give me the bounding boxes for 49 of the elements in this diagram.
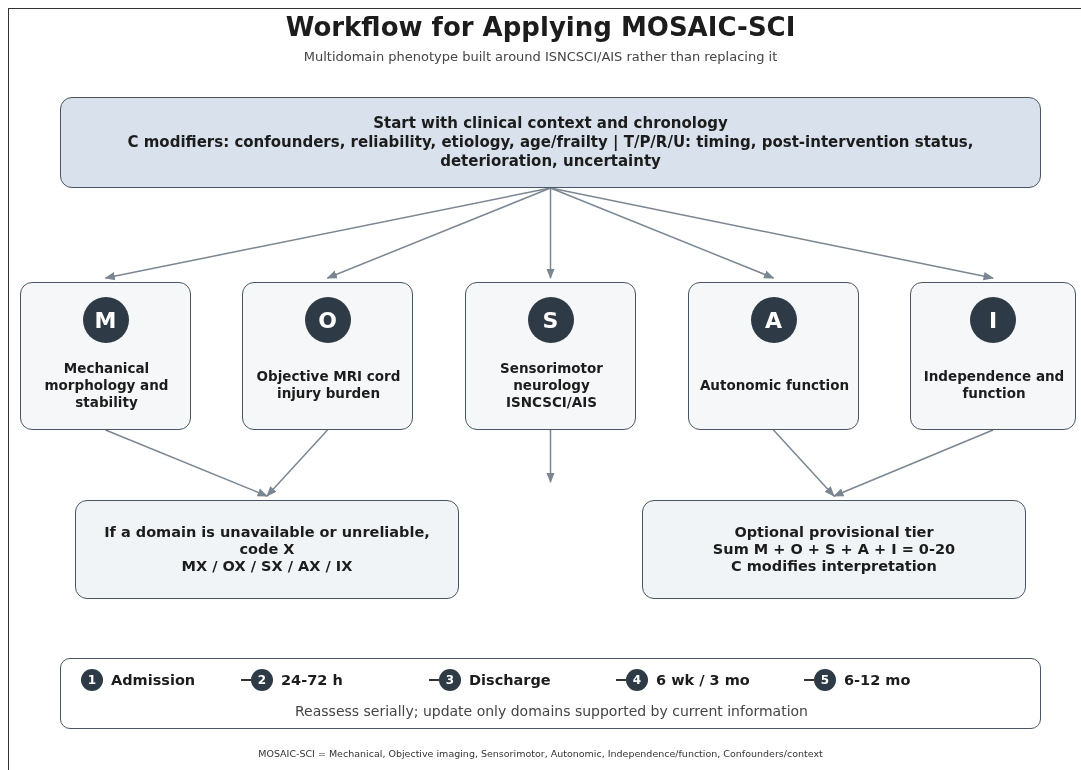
arrow	[326, 187, 552, 279]
step-number-badge: 5	[814, 669, 836, 691]
domain-label: Objective MRI cord injury burden	[255, 367, 402, 403]
domain-letter-badge: I	[970, 297, 1016, 343]
domain-box	[242, 282, 413, 430]
step-label: Admission	[111, 672, 196, 688]
arrow	[546, 429, 555, 484]
arrow	[266, 429, 329, 497]
domain-box	[20, 282, 191, 430]
box-heading: Start with clinical context and chronology	[373, 114, 728, 133]
arrow	[104, 429, 268, 497]
box-text: C modifiers: confounders, reliability, etiology, age/frailty | T/P/R/U: timing, post-intervention status, deterioration, uncertainty	[126, 133, 975, 171]
domain-box	[465, 282, 636, 430]
domain-letter-badge: S	[527, 297, 574, 343]
note-box	[642, 500, 1026, 599]
step-label: 6-12 mo	[844, 672, 911, 688]
box-text: If a domain is unavailable or unreliable, code X	[103, 524, 431, 558]
domain-letter-badge: A	[750, 297, 797, 343]
step-label: Discharge	[469, 672, 551, 688]
arrow	[772, 429, 835, 497]
arrow	[549, 187, 995, 281]
domain-label: Independence and function	[922, 367, 1066, 403]
box-text: Sum M + O + S + A + I = 0-20	[712, 541, 956, 558]
step-number-badge: 1	[81, 669, 103, 691]
domain-label: Mechanical morphology and stability	[43, 358, 170, 412]
subtitle: Multidomain phenotype built around ISNCSCI/AIS rather than replacing it	[302, 49, 779, 64]
step-number-badge: 4	[626, 669, 648, 691]
timeline-note: Reassess serially; update only domains supported by current information	[294, 703, 809, 719]
arrow	[546, 187, 555, 280]
diagram-title: Workflow for Applying MOSAIC-SCI	[284, 12, 797, 42]
domain-box	[688, 282, 859, 430]
arrow	[833, 429, 994, 497]
domain-box	[910, 282, 1076, 430]
step-label: 6 wk / 3 mo	[656, 672, 750, 688]
footnote: MOSAIC-SCI = Mechanical, Objective imaging, Sensorimotor, Autonomic, Independence/function, Confounders/context	[257, 748, 824, 759]
box-text: C modifies interpretation	[731, 558, 937, 575]
context-box	[60, 97, 1041, 188]
step-number-badge: 3	[439, 669, 461, 691]
domain-letter-badge: O	[304, 297, 351, 343]
domain-label: Sensorimotor neurology ISNCSCI/AIS	[499, 358, 604, 412]
timeline-panel	[60, 658, 1041, 729]
box-text: Optional provisional tier	[734, 524, 934, 541]
step-label: 24-72 h	[281, 672, 343, 688]
domain-letter-badge: M	[82, 297, 129, 343]
step-number-badge: 2	[251, 669, 273, 691]
box-text: MX / OX / SX / AX / IX	[181, 558, 353, 575]
note-box	[75, 500, 459, 599]
domain-label: Autonomic function	[698, 375, 851, 395]
arrow	[549, 187, 775, 279]
